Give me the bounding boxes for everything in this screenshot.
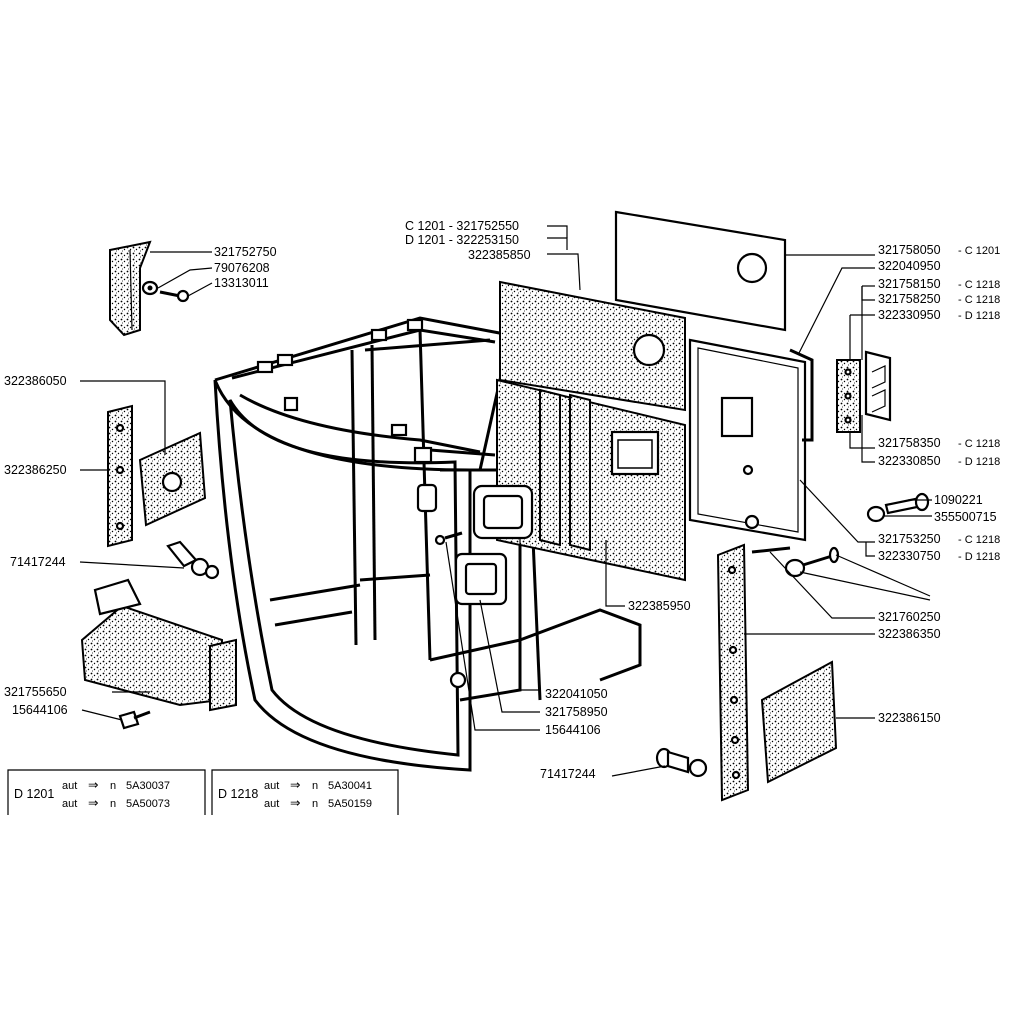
legend-model-d1218: D 1218 [218, 787, 258, 801]
legend-box-d1218: D 1218 aut ⇒ n 5A30041 aut ⇒ n 5A50159 [211, 769, 399, 815]
callout-321758250: 321758250 [878, 292, 941, 306]
callout-321758050-variant: - C 1201 [958, 245, 1000, 257]
callout-322330850-variant: - D 1218 [958, 456, 1000, 468]
legend-prefix: aut [62, 780, 77, 792]
panel-321758050 [614, 210, 787, 332]
callout-15644106-centre: 15644106 [545, 723, 601, 737]
screw-15644106-a [118, 710, 151, 730]
callout-322040950: 322040950 [878, 259, 941, 273]
callout-321758050: 321758050 [878, 243, 941, 257]
callout-321753250: 321753250 [878, 532, 941, 546]
screw-13313011 [159, 289, 190, 303]
slider-strips [539, 388, 591, 552]
legend-serial: 5A50159 [328, 798, 372, 810]
plate-322386150 [760, 660, 838, 784]
callout-13313011: 13313011 [214, 276, 269, 290]
legend-n: n [110, 780, 116, 792]
screw-15644106-b [434, 531, 463, 546]
bolt-1090221 [866, 492, 930, 523]
bolt-321760250 [784, 546, 840, 578]
callout-322386250: 322386250 [4, 463, 67, 477]
serial-legend: D 1201 aut ⇒ n 5A30037 aut ⇒ n 5A50073 D… [7, 769, 399, 815]
panel-322040950 [688, 338, 807, 542]
legend-arrow-icon: ⇒ [88, 778, 99, 792]
legend-prefix: aut [264, 780, 279, 792]
callout-322041050: 322041050 [545, 687, 608, 701]
callout-322330950: 322330950 [878, 308, 941, 322]
rod-321753250 [751, 546, 791, 554]
bracket-321752750 [109, 240, 152, 337]
legend-serial: 5A50073 [126, 798, 170, 810]
callout-321758250-variant: - C 1218 [958, 294, 1000, 306]
callout-15644106-left: 15644106 [12, 703, 68, 717]
callout-71417244-left: 71417244 [10, 555, 66, 569]
callout-321758350-variant: - C 1218 [958, 438, 1000, 450]
legend-n: n [312, 798, 318, 810]
plate-322386050 [138, 431, 207, 527]
panel-322385850 [499, 280, 686, 412]
callout-355500715: 355500715 [934, 510, 997, 524]
legend-arrow-icon: ⇒ [88, 796, 99, 810]
strip-322386350 [716, 543, 750, 802]
legend-serial: 5A30037 [126, 780, 170, 792]
rivet-71417244-b [655, 747, 708, 778]
callout-322330750-variant: - D 1218 [958, 551, 1000, 563]
callout-322386350: 322386350 [878, 627, 941, 641]
callout-322386150: 322386150 [878, 711, 941, 725]
bracket-321755650 [80, 578, 237, 712]
callout-321752750: 321752750 [214, 245, 277, 259]
seal-strip-322040950 [789, 348, 814, 442]
callout-321758950: 321758950 [545, 705, 608, 719]
callout-322385950: 322385950 [628, 599, 691, 613]
callout-1090221: 1090221 [934, 493, 983, 507]
callout-c1201: C 1201 - 321752550 [405, 219, 519, 233]
seal-321758950 [454, 552, 508, 606]
strip-322386250 [107, 404, 133, 548]
callout-79076208: 79076208 [214, 261, 270, 275]
washer-79076208 [141, 280, 159, 296]
seal-322041050 [472, 484, 534, 540]
callout-321758150: 321758150 [878, 277, 941, 291]
legend-n: n [110, 798, 116, 810]
callout-321755650: 321755650 [4, 685, 67, 699]
callout-321753250-variant: - C 1218 [958, 534, 1000, 546]
legend-serial: 5A30041 [328, 780, 372, 792]
callout-322330950-variant: - D 1218 [958, 310, 1000, 322]
bracket-321758150 [836, 359, 861, 433]
callout-d1201: D 1201 - 322253150 [405, 233, 519, 247]
leader-lines [79, 225, 932, 777]
legend-arrow-icon: ⇒ [290, 796, 301, 810]
legend-arrow-icon: ⇒ [290, 778, 301, 792]
callout-321758350: 321758350 [878, 436, 941, 450]
legend-n: n [312, 780, 318, 792]
rivet-71417244-a [166, 540, 220, 580]
callout-71417244-bottom: 71417244 [540, 767, 596, 781]
legend-prefix: aut [62, 798, 77, 810]
legend-prefix: aut [264, 798, 279, 810]
callout-322386050: 322386050 [4, 374, 67, 388]
clip-321758350 [864, 350, 892, 422]
callout-labels: C 1201 - 321752550 D 1201 - 322253150 32… [4, 219, 1000, 781]
legend-box-d1201: D 1201 aut ⇒ n 5A30037 aut ⇒ n 5A50073 [7, 769, 206, 815]
callout-322330850: 322330850 [878, 454, 941, 468]
callout-322385850: 322385850 [468, 248, 531, 262]
legend-model-d1201: D 1201 [14, 787, 54, 801]
callout-322330750: 322330750 [878, 549, 941, 563]
callout-321760250: 321760250 [878, 610, 941, 624]
callout-321758150-variant: - C 1218 [958, 279, 1000, 291]
